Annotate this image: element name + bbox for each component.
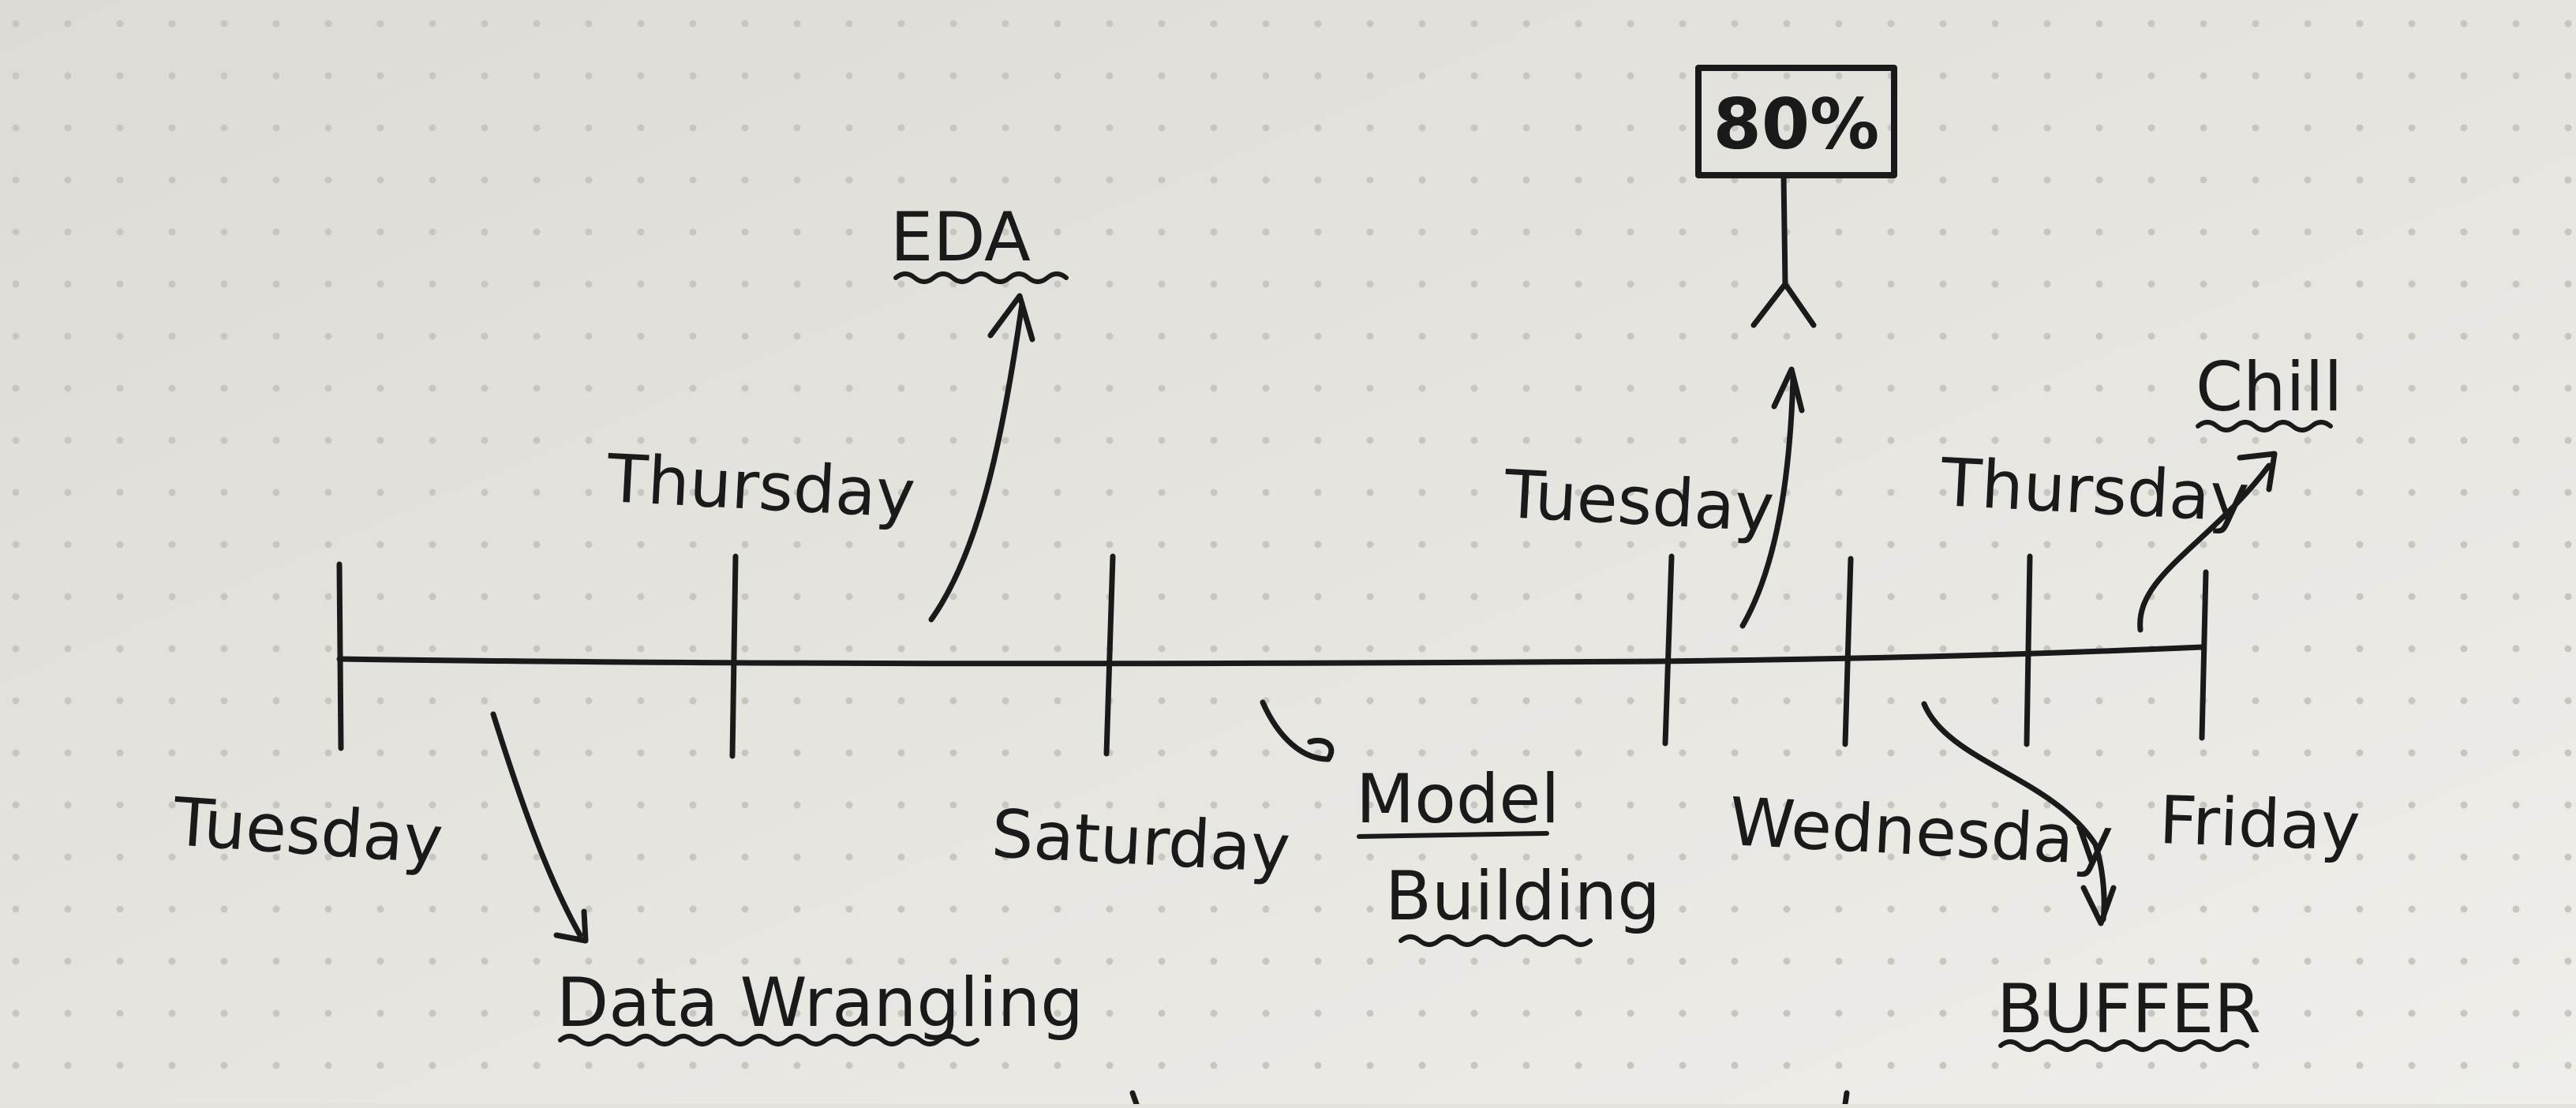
percent-sign-board [1695, 65, 1897, 178]
tick-mark-7 [2199, 569, 2209, 741]
tick-mark-4 [1662, 553, 1675, 747]
task-eda: EDA [890, 198, 1031, 277]
arrow-to-sign [1739, 374, 1796, 629]
arrow-to-model-building [1260, 699, 1335, 762]
task-buffer: BUFFER [1997, 970, 2261, 1049]
arrowhead-sign [1771, 366, 1805, 414]
tick-mark-1 [336, 561, 344, 751]
task-data-wrangling: Data Wrangling [556, 964, 1084, 1042]
sign-post [1780, 172, 1788, 287]
tick-mark-3 [1103, 553, 1116, 757]
tick-label-7: Friday [2158, 781, 2361, 866]
arrow-to-data-wrangling [490, 711, 583, 938]
tick-mark-2 [729, 553, 739, 759]
buffer-underline [1998, 1039, 2249, 1052]
task-chill: Chill [2196, 348, 2342, 427]
sign-legs [1750, 281, 1817, 328]
sign-percent-text: 80% [1713, 84, 1880, 165]
tick-mark-5 [1842, 556, 1854, 747]
eda-underline [893, 271, 1069, 284]
arrow-to-buffer [1921, 701, 2107, 923]
tick-label-4: Tuesday [1502, 455, 1776, 547]
chill-underline [2196, 420, 2333, 432]
model-building-underline [1398, 934, 1593, 947]
tick-label-2: Thursday [605, 440, 917, 533]
timeline-axis [336, 644, 2205, 667]
arrowhead-buffer [2080, 885, 2117, 926]
tick-label-1: Tuesday [170, 783, 446, 879]
tick-label-6: Thursday [1938, 444, 2251, 537]
tick-label-3: Saturday [990, 795, 1292, 888]
arrowhead-eda [987, 293, 1035, 343]
bottom-ink-mark-1 [1129, 1090, 1140, 1107]
task-model-line2: Building [1385, 857, 1661, 936]
arrowhead-data-wrangling [553, 908, 589, 944]
arrow-to-chill [2137, 462, 2272, 633]
arrowhead-chill [2237, 451, 2278, 492]
task-model-line1: Model [1356, 760, 1559, 839]
bottom-ink-mark-2 [1842, 1090, 1850, 1107]
model-underline [1357, 831, 1549, 839]
data-wrangling-underline [558, 1034, 979, 1046]
tick-mark-6 [2024, 553, 2033, 747]
arrow-to-eda [928, 301, 1025, 623]
